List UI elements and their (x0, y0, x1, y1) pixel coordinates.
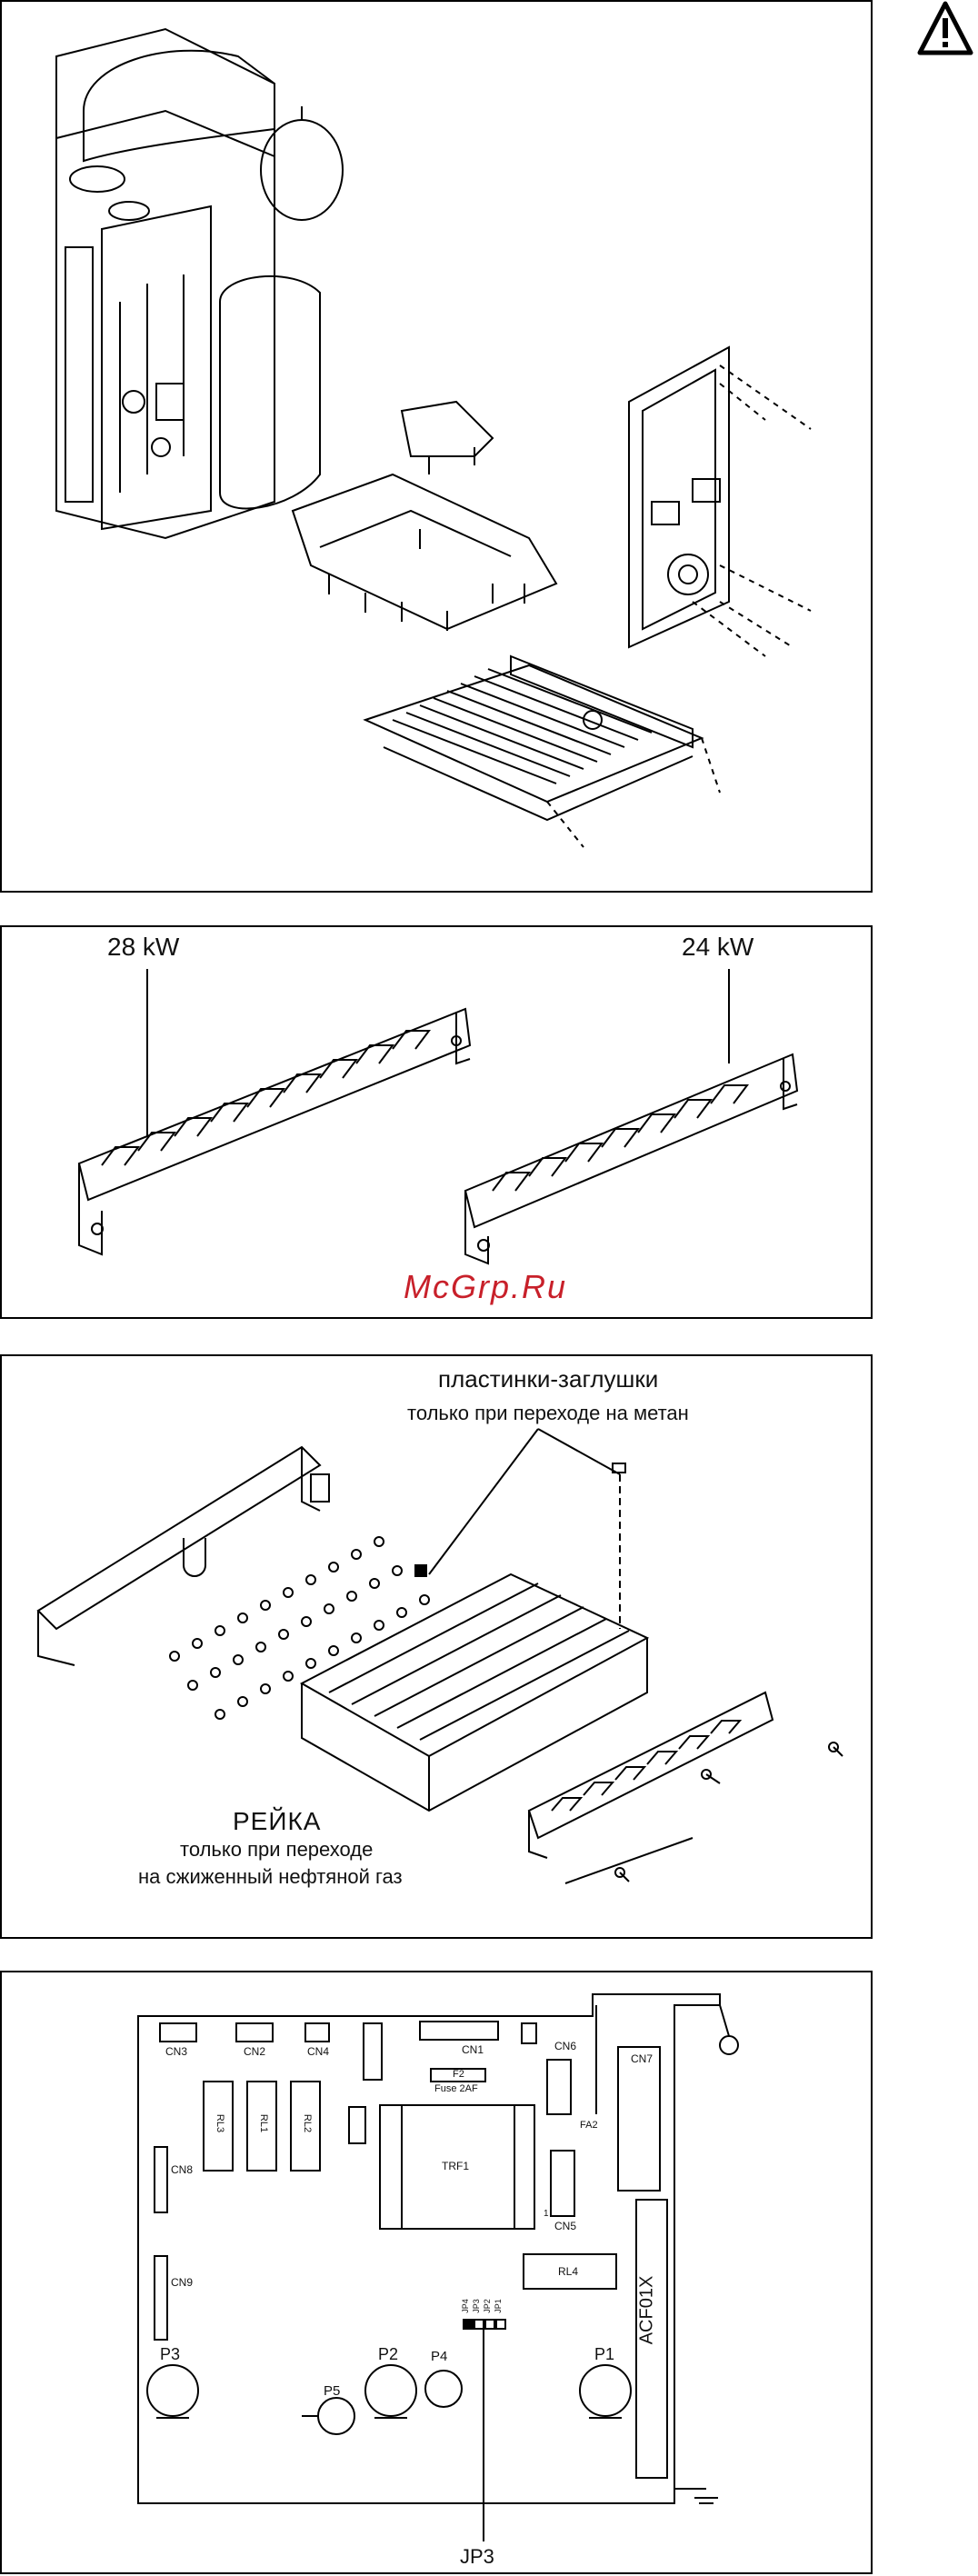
label-cn7: CN7 (631, 2052, 653, 2065)
label-jp2: JP2 (483, 2299, 492, 2313)
label-p3: P3 (160, 2345, 180, 2364)
label-p4: P4 (431, 2349, 447, 2364)
label-rl1: RL1 (258, 2114, 269, 2132)
label-rl3: RL3 (215, 2114, 225, 2132)
label-cn5: CN5 (554, 2220, 576, 2232)
burner-rails-panel: 28 kW 24 kW (0, 925, 873, 1319)
label-fa2: FA2 (580, 2120, 598, 2131)
boiler-exploded-view-panel (0, 0, 873, 893)
label-rl2: RL2 (302, 2114, 313, 2132)
label-cn9: CN9 (171, 2276, 193, 2289)
label-cn8: CN8 (171, 2163, 193, 2176)
label-p5: P5 (324, 2383, 340, 2399)
warning-triangle-icon (916, 0, 974, 56)
label-f2: F2 (453, 2069, 464, 2080)
rails-drawing (2, 927, 874, 1321)
label-cn1: CN1 (462, 2043, 484, 2056)
burner-conversion-drawing (2, 1356, 874, 1941)
label-cn6: CN6 (554, 2040, 576, 2052)
label-pin-1: 1 (544, 2209, 549, 2219)
boiler-exploded-drawing (2, 2, 874, 894)
control-board-panel: CN3 CN2 CN4 CN1 CN6 CN7 CN8 CN9 CN5 F2 F… (0, 1971, 873, 2574)
label-jp3: JP3 (460, 2545, 494, 2569)
burner-conversion-panel: пластинки-заглушки только при переходе н… (0, 1354, 873, 1939)
label-cn4: CN4 (307, 2045, 329, 2058)
control-board-drawing (2, 1972, 874, 2576)
label-p1: P1 (594, 2345, 614, 2364)
label-p2: P2 (378, 2345, 398, 2364)
label-fuse: Fuse 2AF (434, 2083, 478, 2094)
label-jp4: JP4 (461, 2299, 470, 2313)
watermark: McGrp.Ru (404, 1268, 567, 1306)
label-trf1: TRF1 (442, 2160, 469, 2172)
label-rl4: RL4 (558, 2265, 578, 2278)
label-jp1: JP1 (494, 2299, 503, 2313)
label-jp3-small: JP3 (472, 2299, 481, 2313)
label-acf01x: ACF01X (636, 2276, 657, 2345)
label-cn2: CN2 (244, 2045, 265, 2058)
label-cn3: CN3 (165, 2045, 187, 2058)
